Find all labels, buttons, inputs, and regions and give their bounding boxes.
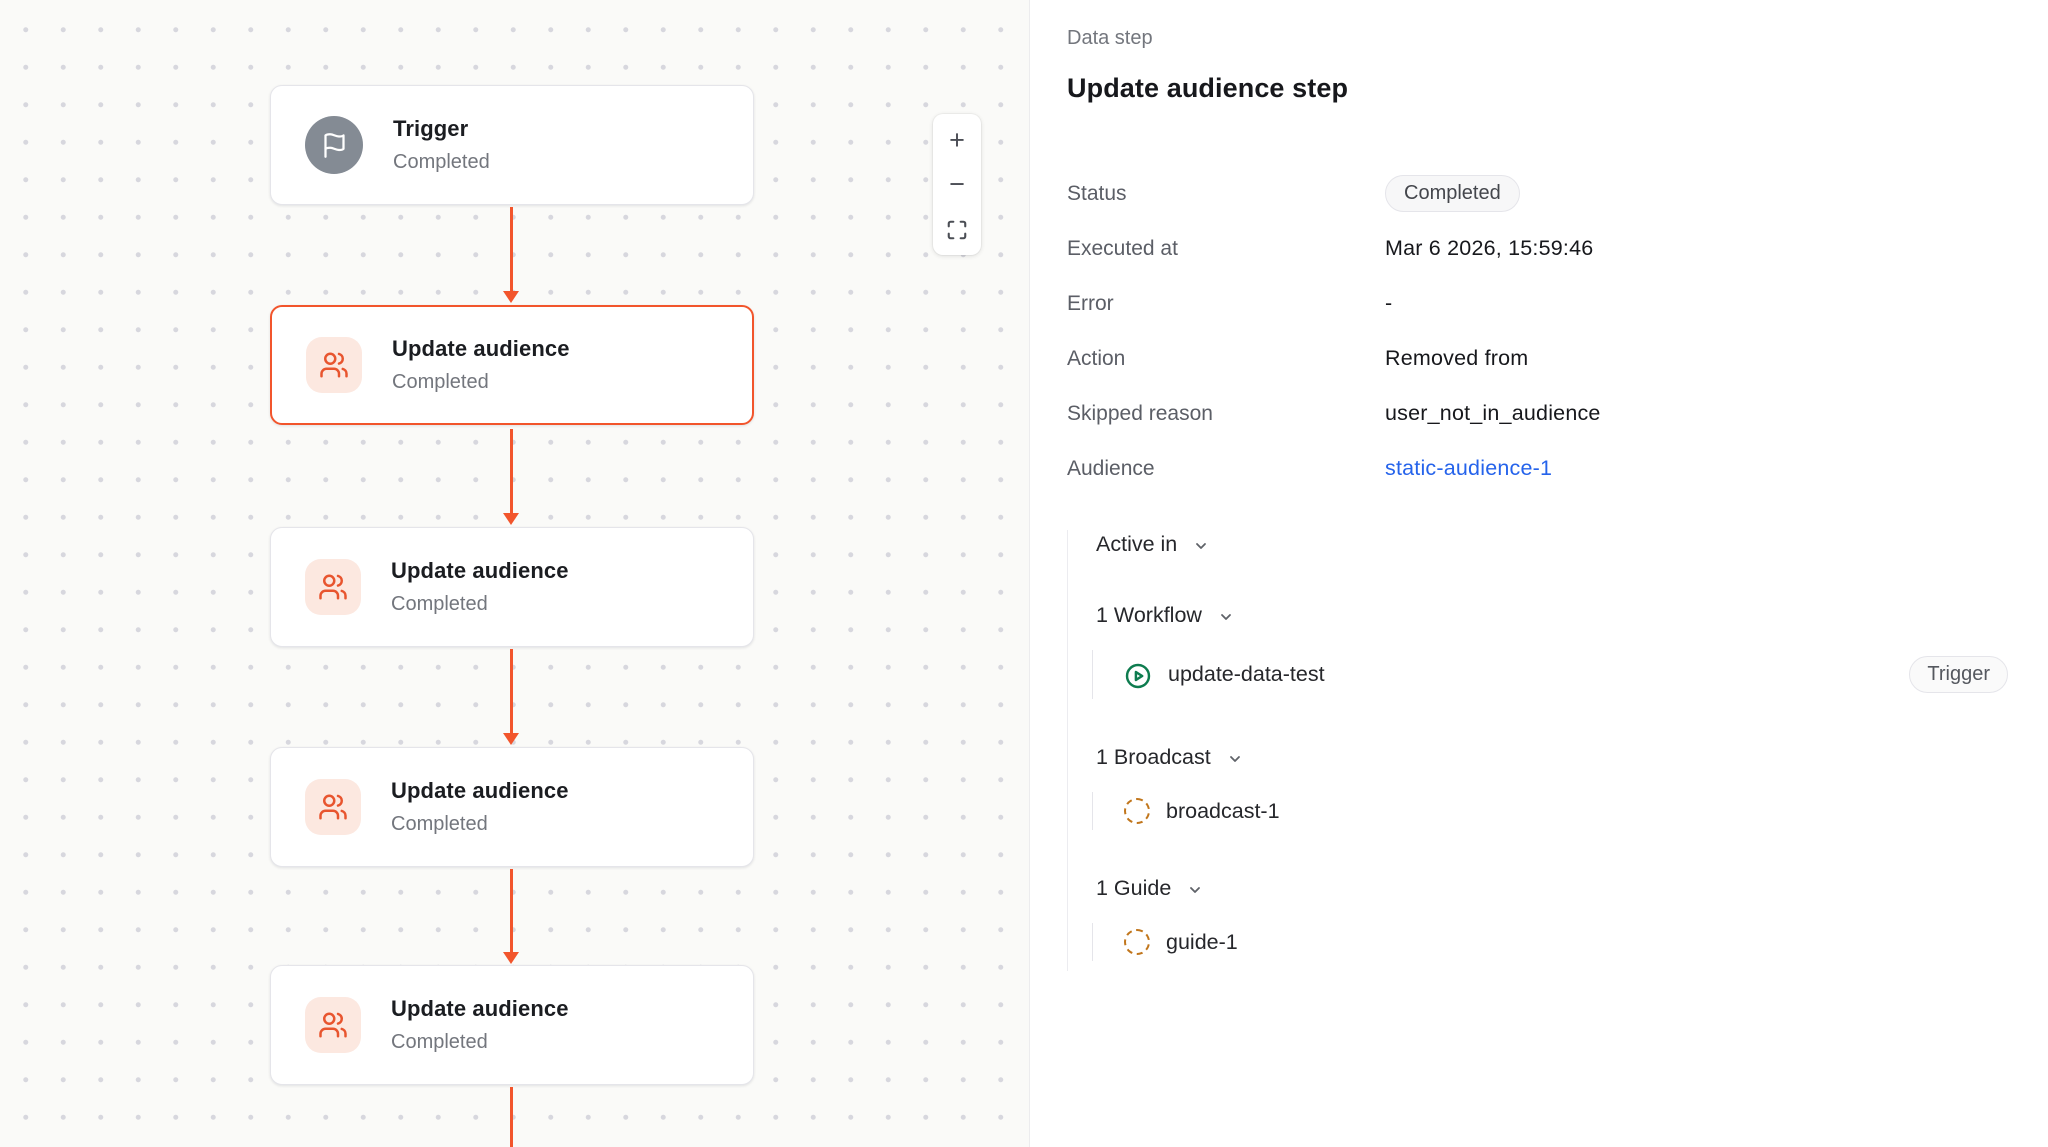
item-name: broadcast-1	[1166, 798, 1280, 823]
skipped-reason-value: user_not_in_audience	[1385, 401, 1601, 425]
edge-connector	[510, 429, 513, 514]
fit-view-icon	[946, 219, 968, 241]
trigger-badge: Trigger	[1909, 656, 2008, 693]
field-label-error: Error	[1067, 291, 1114, 315]
zoom-out-button[interactable]: −	[933, 162, 981, 206]
chevron-down-icon	[1193, 538, 1209, 554]
group-broadcast-toggle[interactable]: 1 Broadcast	[1096, 745, 2008, 770]
field-label-executed-at: Executed at	[1067, 236, 1178, 260]
active-in-toggle[interactable]: Active in	[1096, 530, 2008, 557]
users-icon	[305, 779, 361, 835]
active-in-label: Active in	[1096, 532, 1178, 556]
node-update-audience-1[interactable]: Update audience Completed	[270, 305, 754, 425]
edge-connector	[510, 207, 513, 293]
group-workflow-label: 1 Workflow	[1096, 603, 1202, 627]
workflow-canvas[interactable]: Trigger Completed Update audience Comple…	[0, 0, 1030, 1147]
status-badge: Completed	[1385, 175, 1520, 212]
node-status: Completed	[391, 593, 488, 615]
node-status: Completed	[393, 151, 490, 173]
node-status: Completed	[391, 1031, 488, 1053]
fit-view-button[interactable]	[933, 207, 981, 251]
item-name: update-data-test	[1168, 662, 1325, 686]
edge-arrowhead	[503, 513, 519, 525]
group-workflow-toggle[interactable]: 1 Workflow	[1096, 603, 2008, 628]
edge-arrowhead	[503, 733, 519, 745]
active-in-section: Active in 1 Workflow	[1067, 530, 2008, 971]
step-fields: Status Completed Executed at Mar 6 2026,…	[1067, 166, 2008, 496]
play-circle-icon	[1124, 662, 1152, 690]
zoom-in-button[interactable]: +	[933, 118, 981, 162]
users-icon	[305, 559, 361, 615]
node-title: Trigger	[393, 116, 469, 141]
list-item-update-data-test[interactable]: update-data-test Trigger	[1124, 656, 2008, 693]
item-name: guide-1	[1166, 929, 1238, 954]
node-title: Update audience	[391, 996, 569, 1021]
users-icon	[305, 997, 361, 1053]
chevron-down-icon	[1187, 882, 1203, 898]
step-details-panel: Data step Update audience step Status Co…	[1030, 0, 2048, 1147]
list-item-broadcast-1[interactable]: broadcast-1	[1124, 798, 2008, 824]
minus-icon: −	[949, 168, 965, 199]
edge-arrowhead	[503, 952, 519, 964]
edge-connector	[510, 649, 513, 734]
node-title: Update audience	[392, 336, 570, 361]
dashed-circle-icon	[1124, 798, 1150, 824]
action-value: Removed from	[1385, 346, 1529, 370]
node-trigger[interactable]: Trigger Completed	[270, 85, 754, 205]
step-type-label: Data step	[1067, 27, 1153, 49]
executed-at-value: Mar 6 2026, 15:59:46	[1385, 236, 1594, 260]
users-icon	[306, 337, 362, 393]
node-update-audience-4[interactable]: Update audience Completed	[270, 965, 754, 1085]
broadcast-items: broadcast-1	[1092, 792, 2008, 830]
node-status: Completed	[391, 813, 488, 835]
plus-icon: +	[949, 124, 965, 155]
field-label-audience: Audience	[1067, 456, 1155, 480]
edge-connector	[510, 869, 513, 953]
guide-items: guide-1	[1092, 923, 2008, 961]
group-broadcast-label: 1 Broadcast	[1096, 745, 1211, 769]
dashed-circle-icon	[1124, 929, 1150, 955]
error-value: -	[1385, 291, 1393, 315]
chevron-down-icon	[1227, 751, 1243, 767]
group-guide-label: 1 Guide	[1096, 876, 1172, 900]
list-item-guide-1[interactable]: guide-1	[1124, 929, 2008, 955]
node-title: Update audience	[391, 778, 569, 803]
flag-icon	[305, 116, 363, 174]
field-label-skipped-reason: Skipped reason	[1067, 401, 1213, 425]
field-label-status: Status	[1067, 181, 1127, 205]
field-label-action: Action	[1067, 346, 1126, 370]
chevron-down-icon	[1218, 609, 1234, 625]
edge-arrowhead	[503, 291, 519, 303]
edge-connector	[510, 1087, 513, 1147]
canvas-zoom-controls: + −	[933, 114, 981, 255]
node-update-audience-2[interactable]: Update audience Completed	[270, 527, 754, 647]
node-title: Update audience	[391, 558, 569, 583]
group-guide-toggle[interactable]: 1 Guide	[1096, 876, 2008, 901]
node-status: Completed	[392, 371, 489, 393]
page-title: Update audience step	[1067, 73, 1349, 103]
audience-link[interactable]: static-audience-1	[1385, 456, 1553, 480]
workflow-items: update-data-test Trigger	[1092, 650, 2008, 699]
node-update-audience-3[interactable]: Update audience Completed	[270, 747, 754, 867]
